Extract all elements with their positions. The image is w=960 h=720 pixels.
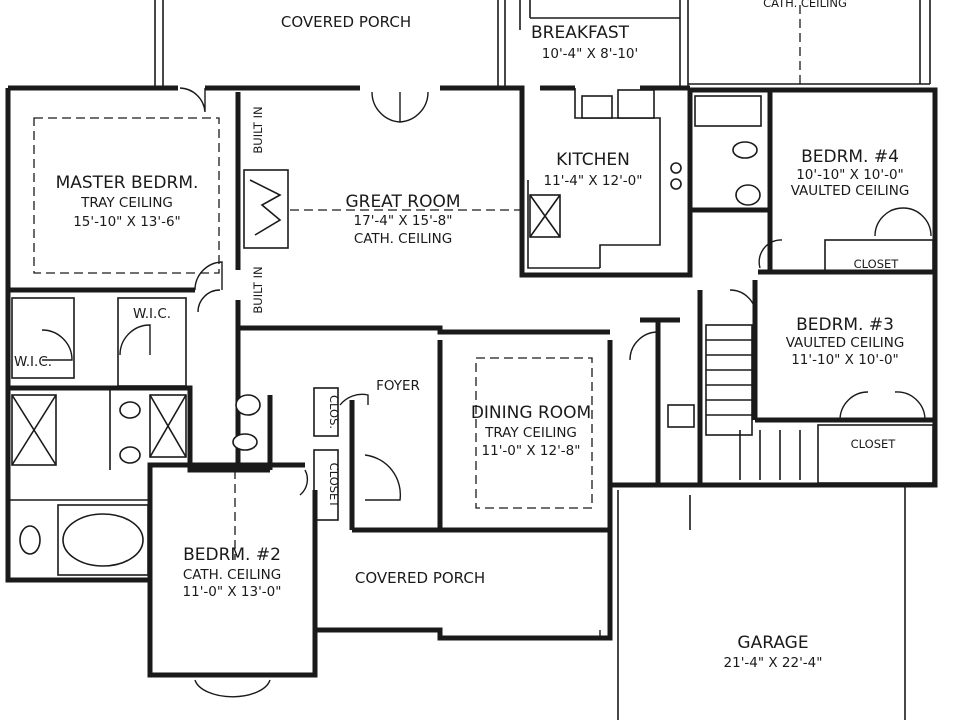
fixtures: [11, 88, 801, 576]
foyer-label: FOYER: [376, 378, 420, 394]
kitchen-label: KITCHEN: [556, 150, 630, 170]
doors: [41, 87, 932, 698]
ceiling-outlines: [33, 117, 593, 560]
foyer-closet-label: CLOSET: [327, 463, 341, 509]
master-bedroom-ceiling: TRAY CEILING: [80, 195, 173, 211]
room-labels: COVERED PORCH BREAKFAST 10'-4" X 8'-10' …: [14, 0, 909, 671]
garage-label: GARAGE: [737, 633, 808, 653]
bedroom-4-label: BEDRM. #4: [801, 147, 899, 167]
breakfast-dims: 10'-4" X 8'-10': [542, 46, 638, 62]
clos-label: CLOS.: [327, 395, 341, 429]
bedroom-2-dims: 11'-0" X 13'-0": [183, 584, 282, 600]
dining-room-dims: 11'-0" X 12'-8": [482, 443, 581, 459]
bedroom-4-dims: 10'-10" X 10'-0": [796, 167, 904, 183]
breakfast-label: BREAKFAST: [531, 23, 630, 43]
garage-dims: 21'-4" X 22'-4": [724, 655, 823, 671]
dining-room-ceiling: TRAY CEILING: [484, 425, 577, 441]
bedroom-3-ceiling: VAULTED CEILING: [786, 335, 905, 351]
kitchen-dims: 11'-4" X 12'-0": [544, 173, 643, 189]
great-room-dims: 17'-4" X 15'-8": [354, 213, 453, 229]
dining-room-label: DINING ROOM: [471, 403, 591, 423]
master-bedroom-dims: 15'-10" X 13'-6": [73, 214, 181, 230]
great-room-label: GREAT ROOM: [345, 192, 460, 212]
cath-ceiling-top-label: CATH. CEILING: [763, 0, 847, 10]
bedroom-4-closet-label: CLOSET: [854, 257, 900, 271]
bedroom-4-ceiling: VAULTED CEILING: [791, 183, 910, 199]
bedroom-3-dims: 11'-10" X 10'-0": [791, 352, 899, 368]
bedroom-3-label: BEDRM. #3: [796, 315, 894, 335]
bedroom-2-label: BEDRM. #2: [183, 545, 281, 565]
built-in-upper-label: BUILT IN: [251, 106, 265, 153]
built-in-lower-label: BUILT IN: [251, 266, 265, 313]
wic-right-label: W.I.C.: [133, 306, 171, 322]
wic-left-label: W.I.C.: [14, 354, 52, 370]
front-porch-label: COVERED PORCH: [355, 569, 485, 587]
bedroom-3-closet-label: CLOSET: [851, 437, 897, 451]
rear-porch-structure: [154, 0, 931, 88]
bedroom-2-ceiling: CATH. CEILING: [183, 567, 281, 583]
master-bedroom-label: MASTER BEDRM.: [56, 173, 199, 193]
great-room-ceiling: CATH. CEILING: [354, 231, 452, 247]
rear-porch-label: COVERED PORCH: [281, 13, 411, 31]
